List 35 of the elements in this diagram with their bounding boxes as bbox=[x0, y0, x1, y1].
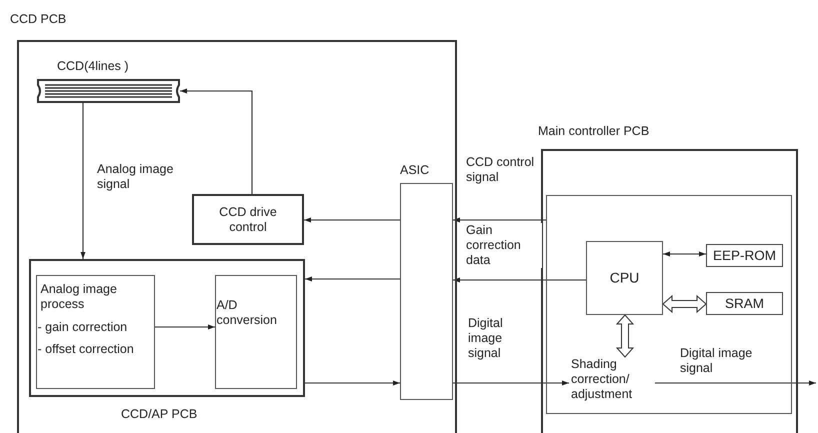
arrow bbox=[155, 324, 215, 330]
box-label: SRAM bbox=[724, 295, 765, 312]
arrow bbox=[453, 218, 546, 222]
arrow bbox=[453, 380, 569, 386]
edge-label: Gain correction data bbox=[466, 223, 542, 268]
arrow bbox=[305, 276, 400, 282]
board-label: ASIC bbox=[400, 163, 430, 177]
box-label: - offset correction bbox=[38, 342, 135, 356]
board-label: CCD/AP PCB bbox=[121, 407, 198, 421]
board-label: CCD PCB bbox=[10, 12, 66, 26]
process-box bbox=[192, 194, 304, 245]
double-arrow bbox=[616, 314, 634, 358]
arrow bbox=[663, 252, 706, 256]
process-box bbox=[36, 274, 154, 388]
double-arrow bbox=[662, 294, 707, 314]
box-label: CPU bbox=[608, 270, 640, 286]
box-label: - gain correction bbox=[38, 320, 128, 334]
arrow bbox=[453, 278, 586, 282]
module-box bbox=[546, 195, 792, 414]
process-box bbox=[214, 274, 296, 388]
board-label: Main controller PCB bbox=[538, 124, 650, 138]
arrow bbox=[180, 88, 253, 194]
arrow bbox=[655, 380, 816, 386]
board-label: CCD(4lines ) bbox=[57, 59, 129, 73]
box-label: A/D conversion bbox=[216, 298, 278, 328]
memory-box bbox=[706, 292, 783, 315]
box-label: CCD drive control bbox=[218, 204, 278, 234]
box-label: EEP-ROM bbox=[712, 247, 777, 264]
memory-box bbox=[706, 244, 783, 267]
arrow bbox=[304, 218, 400, 222]
arrow bbox=[305, 380, 400, 386]
box-label: Analog image process bbox=[40, 282, 118, 312]
process-box bbox=[586, 241, 663, 315]
box-label: Shading correction/ adjustment bbox=[571, 357, 634, 402]
arrow bbox=[80, 103, 86, 259]
